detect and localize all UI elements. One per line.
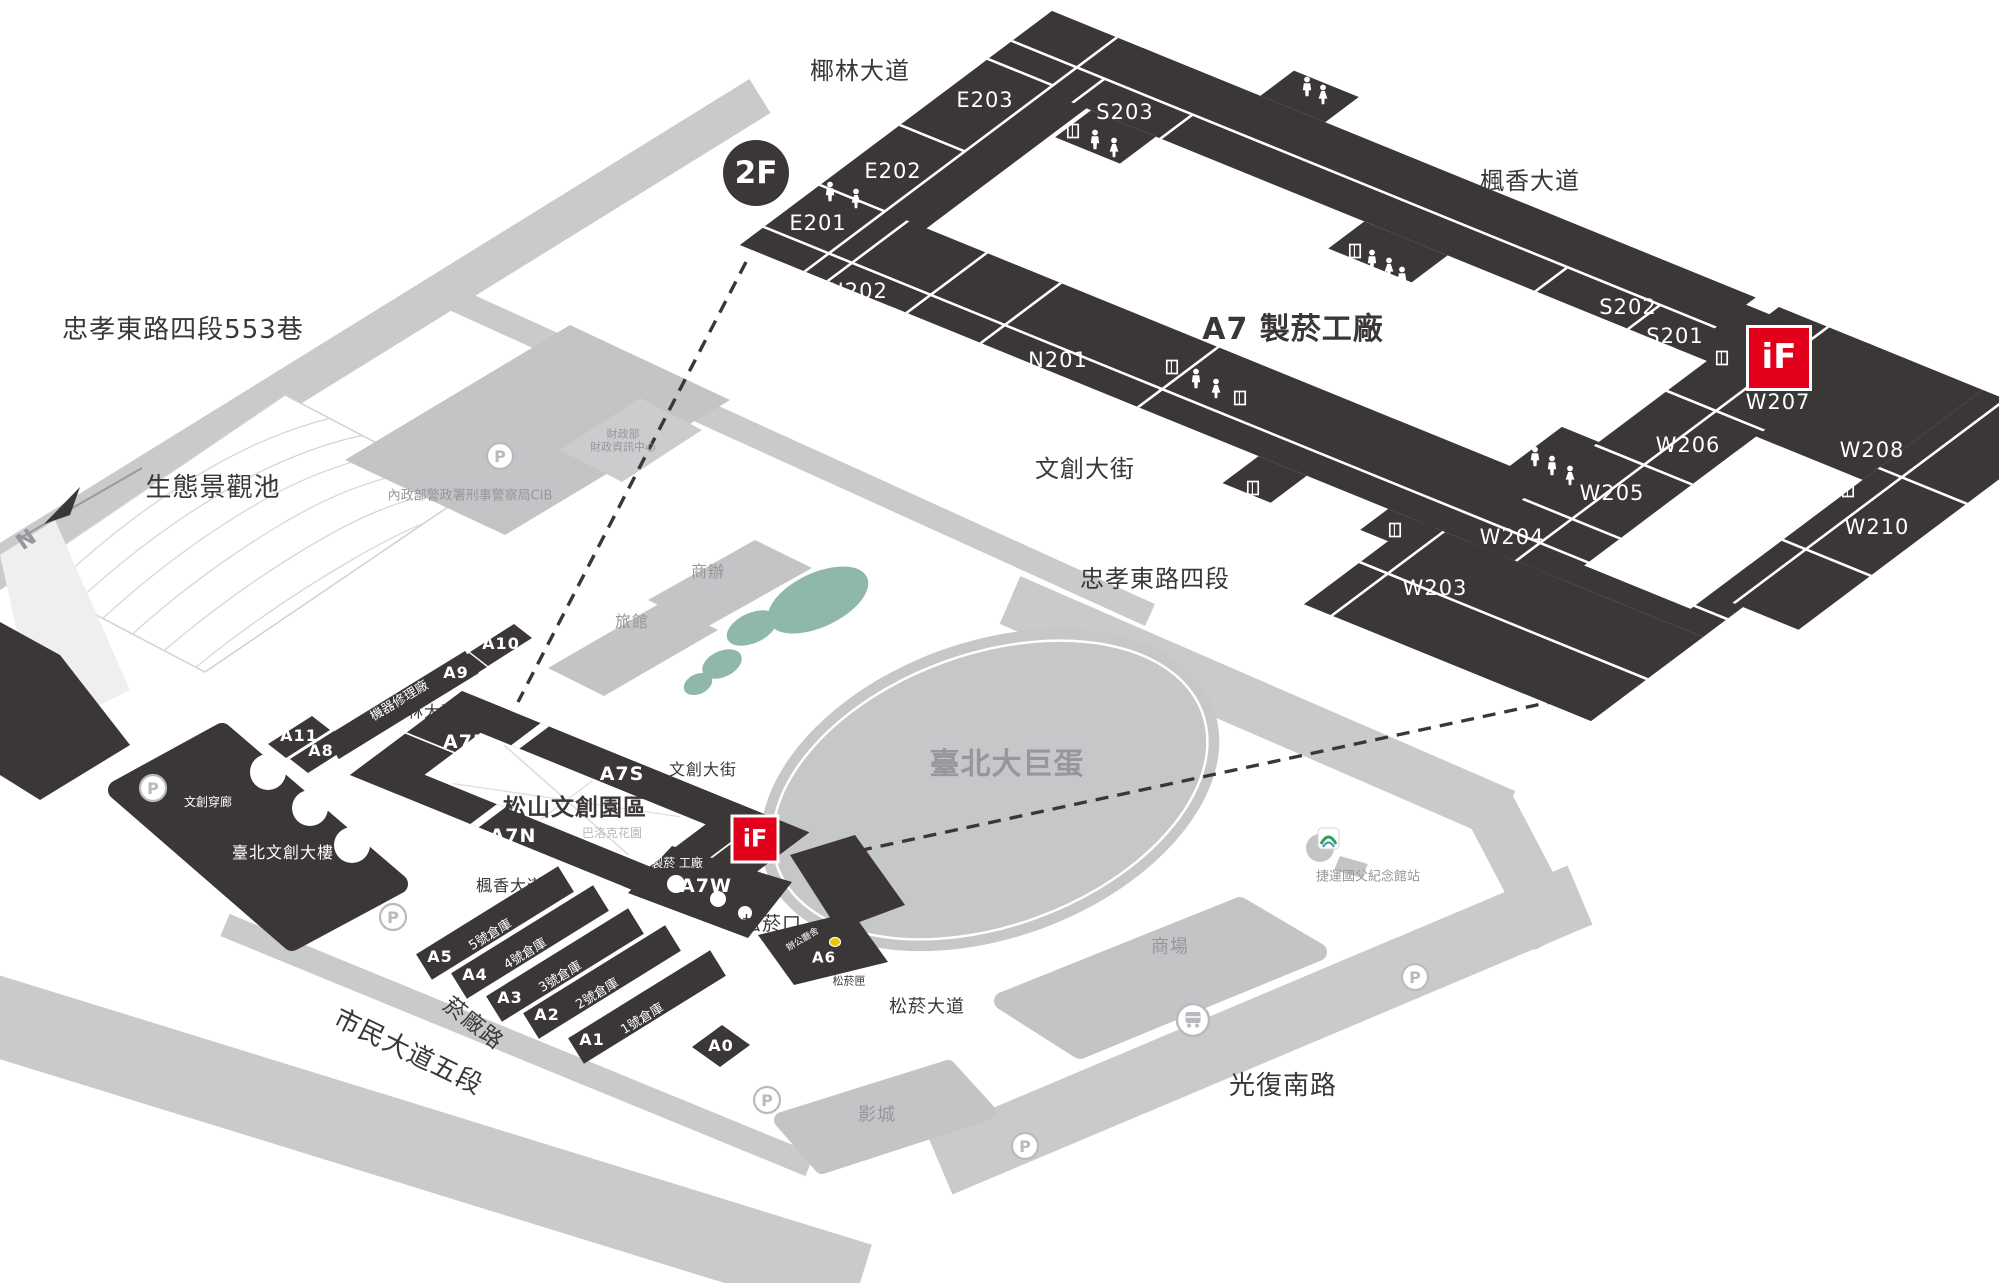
tree-garden-blobs — [683, 566, 869, 696]
roads — [0, 78, 1593, 1283]
parking-icon: P — [494, 447, 506, 466]
songyan-gate-block-upper — [790, 835, 905, 930]
left-edge-wedge — [0, 622, 130, 800]
bus-stop-icon — [1175, 1002, 1211, 1038]
cib-building — [345, 325, 730, 535]
office-building — [648, 540, 812, 628]
road-civic-blvd — [0, 975, 872, 1283]
floorplan-bars — [740, 10, 1999, 722]
a11-block — [268, 716, 330, 758]
callout-line-left — [516, 261, 748, 703]
if-logo-text: iF — [1761, 337, 1797, 377]
road-guangfu-south — [927, 865, 1593, 1195]
parking-icon: P — [1019, 1137, 1031, 1156]
parking-icon: P — [387, 908, 399, 927]
zoom-callout-lines — [516, 261, 1561, 859]
if-logo-text: iF — [742, 824, 768, 852]
parking-icon: P — [1409, 968, 1421, 987]
warehouse-bars — [416, 866, 726, 1064]
floorplan-2f — [740, 10, 1999, 722]
a6-office-block — [758, 912, 888, 985]
if-design-logo-site: iF — [733, 817, 777, 861]
cinema-building — [774, 1060, 996, 1174]
metro-station-block — [1334, 856, 1368, 878]
compass-needle — [44, 487, 80, 524]
mall-building — [994, 897, 1327, 1059]
parking-icon: P — [147, 779, 159, 798]
road-yanchang — [220, 913, 815, 1177]
floor-badge: 2F — [723, 140, 789, 206]
metro-logo-icon — [1317, 827, 1340, 850]
a0-block — [692, 1025, 750, 1067]
baroque-garden-paths — [452, 744, 681, 856]
floorplan-courtyard-2 — [1584, 451, 1843, 609]
road-553-lane — [0, 78, 771, 590]
hotel-building — [548, 602, 718, 696]
site-dark-buildings — [0, 622, 905, 1067]
a10-block — [470, 624, 532, 666]
floor-badge-label: 2F — [734, 155, 778, 191]
mof-building — [560, 398, 702, 482]
parking-icons: P P P P P P — [138, 441, 1430, 1161]
parking-icon: P — [761, 1091, 773, 1110]
tnh-tower — [108, 723, 408, 951]
floorplan-room-lines — [762, 36, 1999, 680]
if-design-logo-floorplan: iF — [1749, 328, 1809, 388]
compass — [21, 467, 143, 538]
entrance-dot — [828, 936, 842, 948]
machine-repair-bar — [325, 650, 479, 760]
callout-line-right — [829, 698, 1561, 859]
neighbor-buildings — [345, 325, 1368, 1174]
